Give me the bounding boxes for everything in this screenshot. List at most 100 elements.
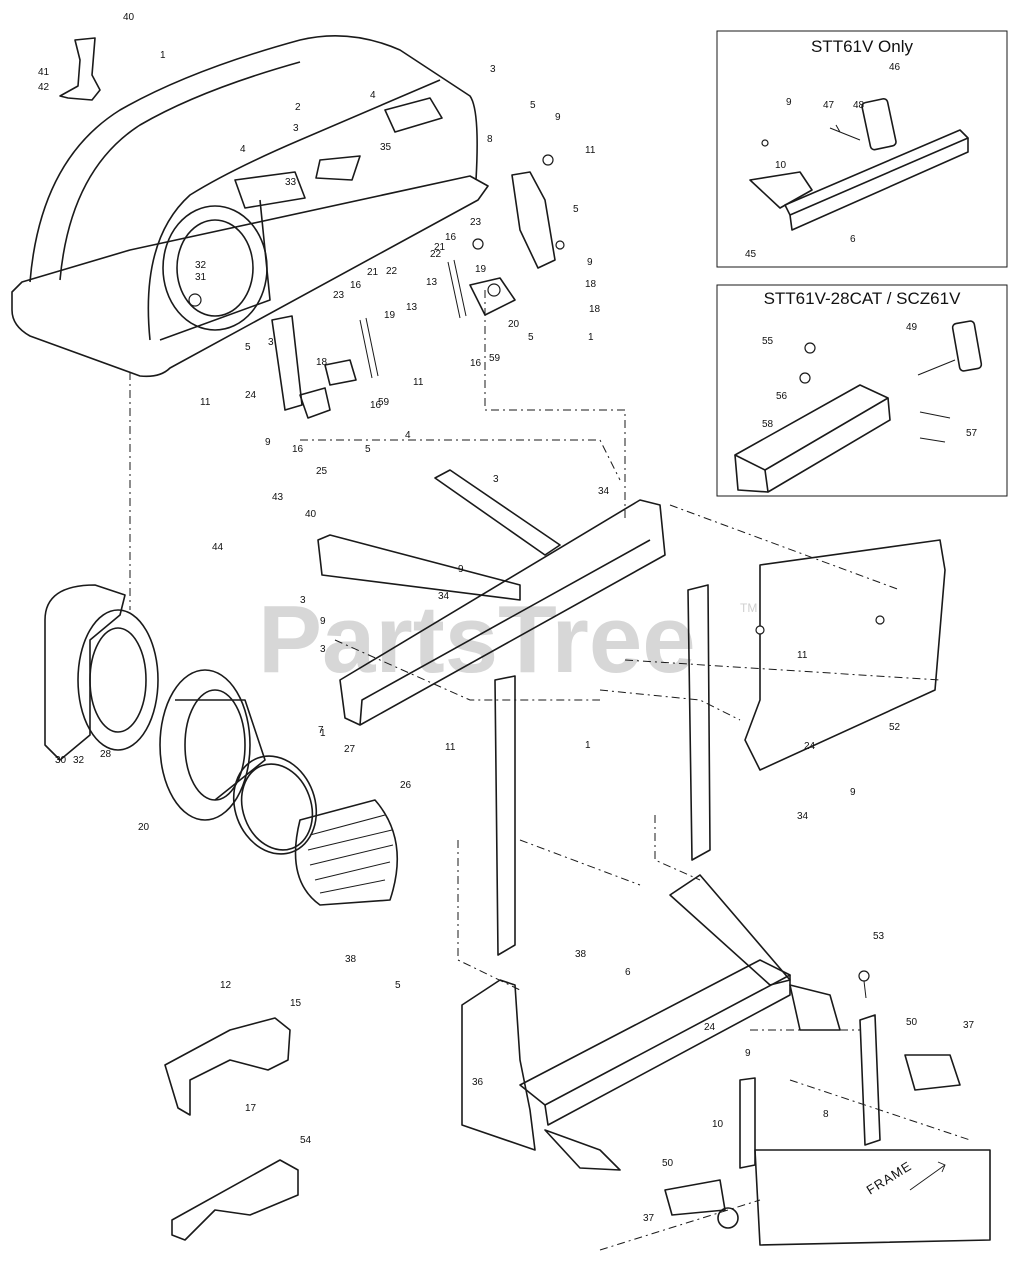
callout-25: 25: [316, 466, 328, 477]
callout-5-2: 5: [365, 444, 371, 455]
watermark: PartsTree: [258, 586, 696, 693]
callout-5-5: 5: [528, 332, 534, 343]
callout-9-8: 9: [786, 97, 792, 108]
callout-37: 37: [963, 1020, 975, 1031]
inset-title-stt61v-28cat: STT61V-28CAT / SCZ61V: [764, 289, 961, 308]
callout-9: 9: [555, 112, 561, 123]
lower-mount-frame: [461, 874, 991, 1246]
callout-2: 2: [295, 102, 301, 113]
callout-11-3: 11: [413, 377, 424, 388]
callout-4-3: 4: [370, 90, 376, 101]
callout-16-5: 16: [470, 358, 482, 369]
callout-16-2: 16: [350, 280, 362, 291]
callout-3-3: 3: [268, 337, 274, 348]
callout-55: 55: [762, 336, 774, 347]
callout-11-4: 11: [797, 650, 808, 661]
callout-1-2: 1: [588, 332, 594, 343]
callout-27: 27: [344, 744, 356, 755]
callout-11-2: 11: [200, 397, 211, 408]
callout-24: 24: [245, 390, 257, 401]
callout-5-6: 5: [395, 980, 401, 991]
callout-10: 10: [712, 1119, 724, 1130]
callout-12: 12: [220, 980, 232, 991]
callout-layer: 1111233333344455555566788999999991010111…: [38, 12, 978, 1224]
callout-37-2: 37: [643, 1213, 655, 1224]
callout-19-2: 19: [475, 264, 487, 275]
chute-housing: [11, 34, 489, 378]
callout-50-2: 50: [662, 1158, 674, 1169]
callout-13-2: 13: [406, 302, 418, 313]
callout-6-2: 6: [625, 967, 631, 978]
callout-56: 56: [776, 391, 788, 402]
callout-18-2: 18: [585, 279, 597, 290]
callout-59-2: 59: [378, 397, 390, 408]
clamp-and-boot: [232, 755, 399, 906]
callout-22: 22: [430, 249, 442, 260]
callout-48: 48: [853, 100, 865, 111]
callout-18-3: 18: [589, 304, 601, 315]
callout-23-2: 23: [333, 290, 345, 301]
callout-54: 54: [300, 1135, 312, 1146]
callout-40-2: 40: [305, 509, 317, 520]
callout-17: 17: [245, 1103, 257, 1114]
callout-16: 16: [445, 232, 457, 243]
inset2-parts: [734, 320, 983, 493]
inset1-parts: [749, 97, 969, 231]
assembly-lines: [129, 290, 971, 1251]
callout-3-4: 3: [300, 595, 306, 606]
callout-13: 13: [426, 277, 438, 288]
callout-28: 28: [100, 749, 112, 760]
callout-23: 23: [470, 217, 482, 228]
callout-3: 3: [293, 123, 299, 134]
callout-38: 38: [345, 954, 357, 965]
callout-57: 57: [966, 428, 978, 439]
callout-9-3: 9: [587, 257, 593, 268]
callout-9-5: 9: [320, 616, 326, 627]
callout-3-2: 3: [490, 64, 496, 75]
inset-title-stt61v: STT61V Only: [811, 37, 914, 56]
callout-32: 32: [195, 260, 207, 271]
callout-24-2: 24: [804, 741, 816, 752]
callout-36: 36: [472, 1077, 484, 1088]
callout-7: 7: [318, 725, 324, 736]
callout-20: 20: [508, 319, 520, 330]
callout-33: 33: [285, 177, 297, 188]
callout-22-2: 22: [386, 266, 398, 277]
callout-9-4: 9: [458, 564, 464, 575]
callout-9-2: 9: [265, 437, 271, 448]
callout-32-2: 32: [73, 755, 85, 766]
callout-35: 35: [380, 142, 392, 153]
callout-21: 21: [434, 242, 446, 253]
callout-49: 49: [906, 322, 918, 333]
callout-31: 31: [195, 272, 207, 283]
chute-adapter: [44, 584, 266, 821]
callout-18: 18: [316, 357, 328, 368]
callout-6: 6: [850, 234, 856, 245]
callout-20-2: 20: [138, 822, 150, 833]
callout-45: 45: [745, 249, 757, 260]
callout-34: 34: [598, 486, 610, 497]
callout-53: 53: [873, 931, 885, 942]
frame-rails: [317, 469, 946, 956]
frame-arrow: [909, 1161, 946, 1191]
callout-46: 46: [889, 62, 901, 73]
callout-11-5: 11: [445, 742, 456, 753]
callout-8: 8: [487, 134, 493, 145]
callout-4: 4: [240, 144, 246, 155]
callout-58: 58: [762, 419, 774, 430]
watermark-trademark: TM: [740, 601, 757, 615]
callout-1: 1: [160, 50, 166, 61]
callout-44: 44: [212, 542, 224, 553]
frame-label: FRAME: [864, 1158, 915, 1197]
callout-5: 5: [245, 342, 251, 353]
inset-box-stt61v: [716, 30, 1008, 268]
callout-10-2: 10: [775, 160, 787, 171]
callout-42: 42: [38, 82, 50, 93]
callout-50: 50: [906, 1017, 918, 1028]
callout-16-3: 16: [370, 400, 382, 411]
callout-43: 43: [272, 492, 284, 503]
callout-59: 59: [489, 353, 501, 364]
callout-26: 26: [400, 780, 412, 791]
callout-21-2: 21: [367, 267, 379, 278]
